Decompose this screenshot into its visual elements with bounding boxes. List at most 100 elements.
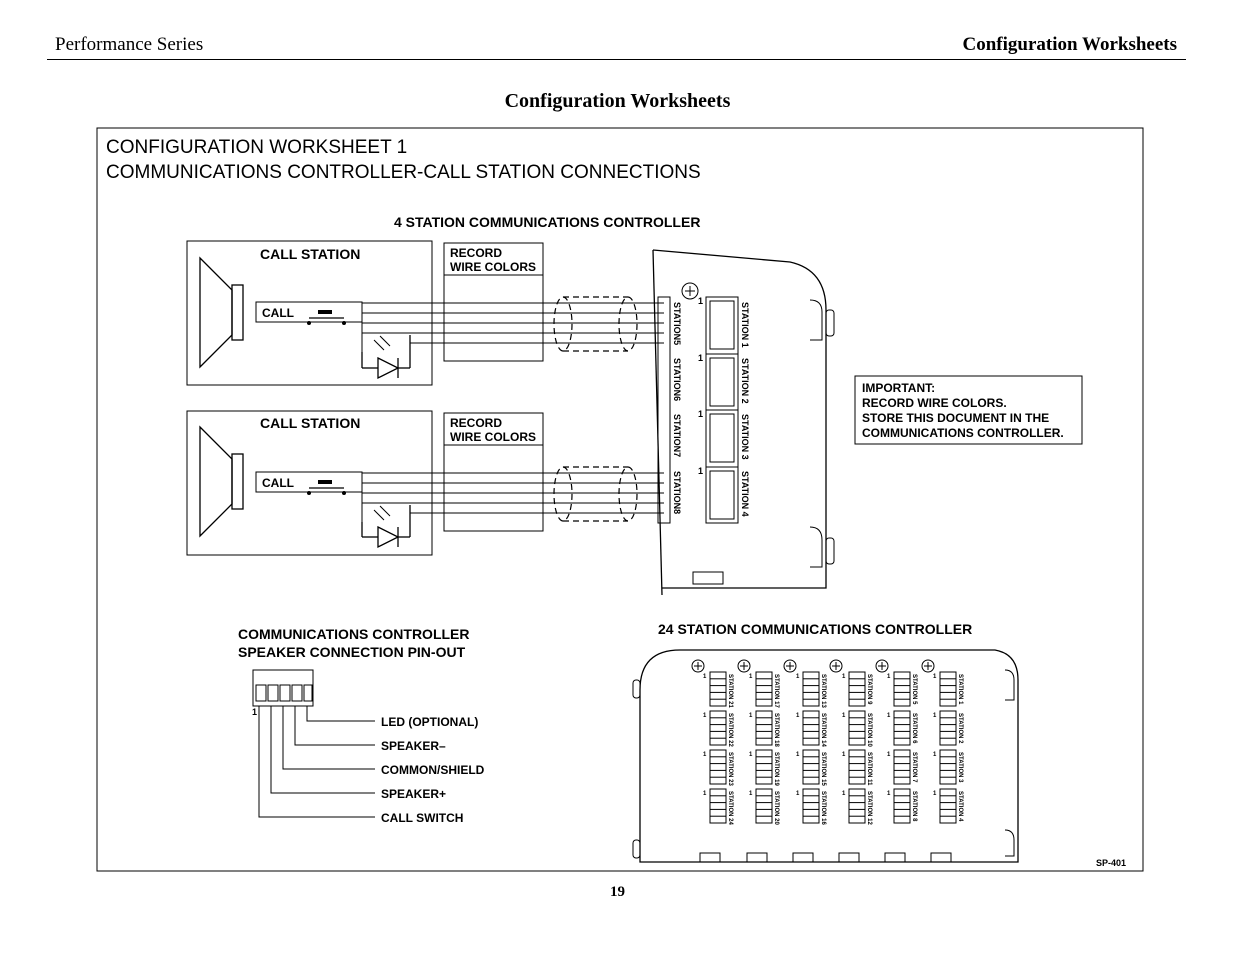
worksheet-frame bbox=[96, 127, 1144, 872]
pin-one-mark: 1 bbox=[796, 674, 800, 680]
shield-sleeve-2 bbox=[553, 466, 638, 522]
terminal-block: STATION 5 1 bbox=[887, 671, 917, 707]
terminal-block: STATION 9 1 bbox=[842, 671, 872, 707]
pin-one-mark: 1 bbox=[698, 353, 703, 363]
terminal-block: STATION 161 bbox=[796, 788, 826, 825]
terminal-block: STATION 19 1 bbox=[749, 749, 779, 786]
pin-one-mark: 1 bbox=[933, 752, 937, 758]
controller24-screws bbox=[691, 659, 935, 673]
record-wire-colors-box-1: RECORD WIRE COLORS bbox=[443, 242, 544, 362]
pin-one-mark: 1 bbox=[842, 713, 846, 719]
terminal-block: STATION 3 1 bbox=[933, 749, 963, 785]
important-line2: RECORD WIRE COLORS. bbox=[862, 396, 1007, 410]
pinout-speaker-minus: SPEAKER– bbox=[381, 739, 446, 753]
station-label: STATION 22 bbox=[727, 713, 733, 747]
station-label: STATION7 bbox=[672, 414, 682, 457]
running-header-right: Configuration Worksheets bbox=[962, 34, 1177, 55]
pin-one-mark: 1 bbox=[749, 791, 753, 797]
controller4-label: 4 STATION COMMUNICATIONS CONTROLLER bbox=[394, 214, 700, 230]
record-label-1: RECORD bbox=[450, 246, 502, 260]
station-label: STATION 6 bbox=[911, 713, 917, 744]
pinout-title-1: COMMUNICATIONS CONTROLLER bbox=[238, 626, 470, 642]
station-label: STATION 23 bbox=[727, 752, 733, 786]
important-line1: IMPORTANT: bbox=[862, 381, 935, 395]
header-rule bbox=[47, 59, 1186, 60]
record-label-2: WIRE COLORS bbox=[450, 430, 536, 444]
page-number: 19 bbox=[610, 884, 625, 900]
screw-icon bbox=[783, 659, 797, 673]
station-label: STATION 2 bbox=[740, 358, 750, 404]
speaker-icon bbox=[199, 256, 244, 369]
station-label: STATION 19 bbox=[773, 752, 779, 786]
terminal-block: STATION 21 bbox=[933, 710, 963, 746]
worksheet-title-line1: CONFIGURATION WORKSHEET 1 bbox=[106, 137, 407, 158]
pin-one-mark: 1 bbox=[796, 752, 800, 758]
terminal-block: STATION 17 1 bbox=[749, 671, 779, 708]
station-label: STATION 9 bbox=[866, 674, 872, 705]
record-wire-colors-box-2: RECORD WIRE COLORS bbox=[443, 412, 544, 532]
speaker-icon bbox=[199, 425, 244, 538]
pinout-call-switch: CALL SWITCH bbox=[381, 811, 463, 825]
terminal-block: STATION 211 bbox=[703, 671, 733, 708]
terminal-block: STATION 61 bbox=[887, 710, 917, 746]
pin-one-mark: 1 bbox=[887, 674, 891, 680]
pin-one-mark: 1 bbox=[749, 674, 753, 680]
pin-one-mark: 1 bbox=[703, 713, 707, 719]
call-station-1-label: CALL STATION bbox=[260, 246, 360, 262]
terminal-block: STATION 181 bbox=[749, 710, 779, 747]
worksheet-title-line2: COMMUNICATIONS CONTROLLER-CALL STATION C… bbox=[106, 162, 701, 183]
terminal-block: STATION 22 1 bbox=[703, 710, 733, 747]
shield-sleeve-1 bbox=[553, 296, 638, 352]
terminal-block: STATION 71 bbox=[887, 749, 917, 785]
station-label: STATION 4 bbox=[957, 791, 963, 822]
pin-one-mark: 1 bbox=[698, 466, 703, 476]
station-label: STATION 17 bbox=[773, 674, 779, 708]
pinout-speaker-plus: SPEAKER+ bbox=[381, 787, 446, 801]
screw-icon bbox=[691, 659, 705, 673]
station-label: STATION 8 bbox=[911, 791, 917, 822]
call-button-label-1: CALL bbox=[262, 306, 294, 320]
screw-icon bbox=[875, 659, 889, 673]
terminal-blocks-right bbox=[705, 296, 739, 524]
station-label: STATION 1 bbox=[740, 302, 750, 348]
terminal-block: STATION 111 bbox=[842, 749, 872, 786]
pinout-common-shield: COMMON/SHIELD bbox=[381, 763, 485, 777]
pin-one-mark: 1 bbox=[703, 791, 707, 797]
station-label: STATION 13 bbox=[820, 674, 826, 708]
pinout-title-2: SPEAKER CONNECTION PIN-OUT bbox=[238, 644, 466, 660]
screw-icon bbox=[737, 659, 751, 673]
station-label: STATION 15 bbox=[820, 752, 826, 786]
station-label: STATION 3 bbox=[957, 752, 963, 783]
pin-one-mark: 1 bbox=[842, 752, 846, 758]
terminal-block: STATION 8 1 bbox=[887, 788, 917, 824]
terminal-block: STATION 41 bbox=[933, 788, 963, 824]
controller24-label: 24 STATION COMMUNICATIONS CONTROLLER bbox=[658, 621, 972, 637]
pin-one-mark: 1 bbox=[887, 752, 891, 758]
station-label: STATION 20 bbox=[773, 791, 779, 825]
pin-one-mark: 1 bbox=[703, 752, 707, 758]
important-line3: STORE THIS DOCUMENT IN THE bbox=[862, 411, 1049, 425]
pinout-led: LED (OPTIONAL) bbox=[381, 715, 478, 729]
call-station-1: CALL STATION CALL bbox=[186, 240, 433, 386]
terminal-block: STATION 121 bbox=[842, 788, 872, 825]
terminal-block: STATION 13 1 bbox=[796, 671, 826, 708]
call-button-label-2: CALL bbox=[262, 476, 294, 490]
station-label: STATION6 bbox=[672, 358, 682, 401]
terminal-strip-left bbox=[657, 296, 671, 524]
pin-one-mark: 1 bbox=[887, 791, 891, 797]
station-label: STATION 3 bbox=[740, 414, 750, 460]
station-label: STATION8 bbox=[672, 471, 682, 514]
record-label-1: RECORD bbox=[450, 416, 502, 430]
pin-one-mark: 1 bbox=[796, 791, 800, 797]
pin-one-mark: 1 bbox=[749, 752, 753, 758]
terminal-block: STATION 23 1 bbox=[703, 749, 733, 786]
important-note: IMPORTANT: RECORD WIRE COLORS. STORE THI… bbox=[854, 375, 1083, 445]
pin-one-mark: 1 bbox=[842, 674, 846, 680]
screw-icon bbox=[829, 659, 843, 673]
station-label: STATION 10 bbox=[866, 713, 872, 747]
station-labels-left: STATION5 STATION6 STATION7 STATION8 bbox=[672, 302, 682, 514]
station-label: STATION 5 bbox=[911, 674, 917, 705]
pinout-labels: LED (OPTIONAL) SPEAKER– COMMON/SHIELD SP… bbox=[381, 715, 485, 825]
running-header-left: Performance Series bbox=[55, 34, 204, 55]
